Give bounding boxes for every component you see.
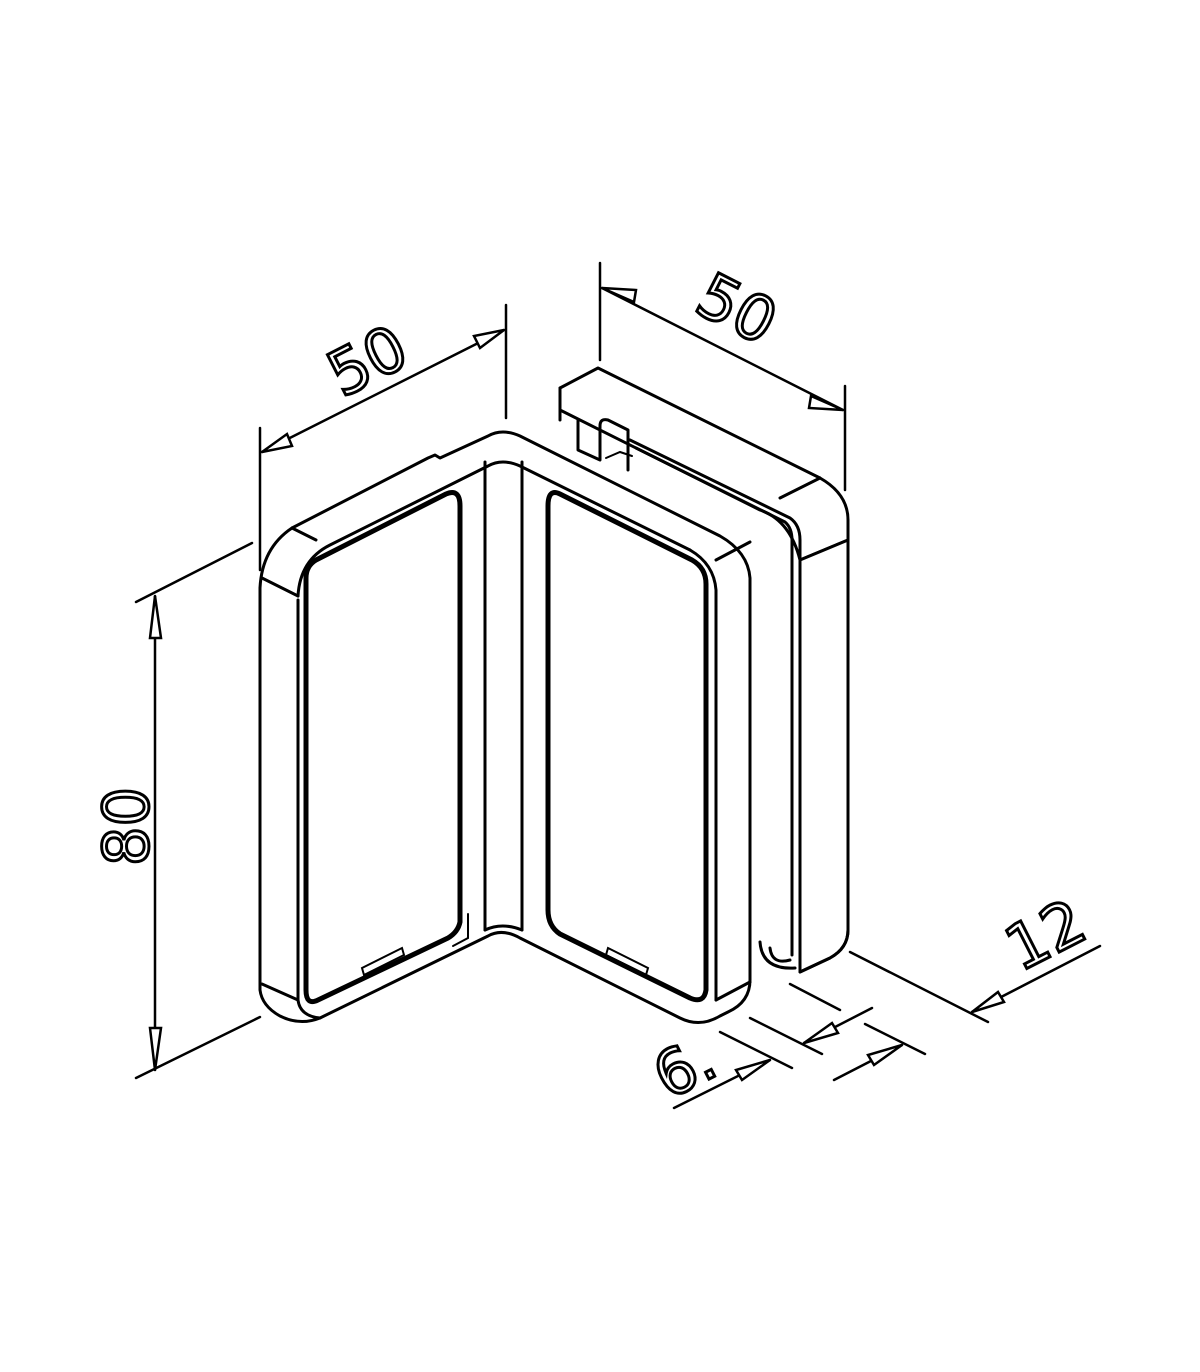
dimension-label-plate-thickness: 6. xyxy=(642,1021,728,1113)
left-glass-window xyxy=(303,490,463,1005)
dimension-label-glass-gap: 12 xyxy=(994,884,1097,985)
dimension-height: 80 xyxy=(89,541,262,1080)
back-clamp-block xyxy=(558,366,850,974)
dimension-label-height: 80 xyxy=(90,787,163,866)
right-glass-window xyxy=(545,490,709,1003)
dimension-glass-gap: 12 xyxy=(848,883,1102,1024)
main-clamp-body xyxy=(258,430,752,1024)
dimension-label-width-left: 50 xyxy=(316,310,419,411)
dimension-label-width-right: 50 xyxy=(685,258,788,359)
